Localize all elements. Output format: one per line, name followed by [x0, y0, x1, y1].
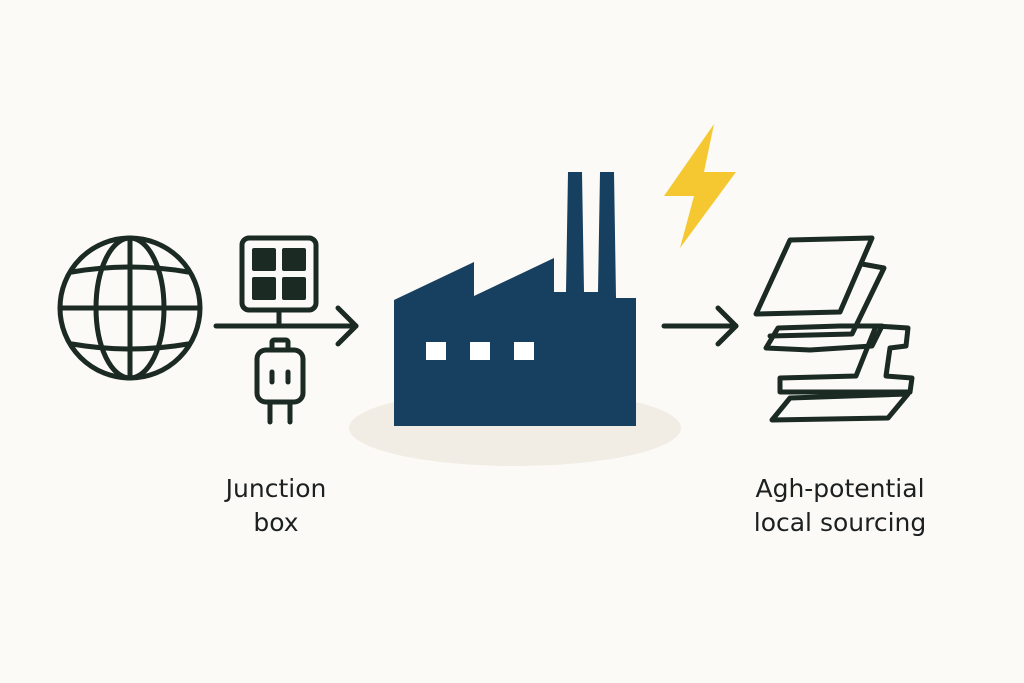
- junction-box-label: Junction box: [196, 472, 356, 540]
- sheets-stack-icon: [753, 235, 915, 423]
- solar-panel-icon: [239, 235, 319, 313]
- globe-icon: [57, 235, 203, 381]
- arrow-right-icon: [213, 305, 359, 347]
- local-sourcing-label-line1: Agh-potential: [755, 474, 925, 503]
- junction-box-icon: [254, 337, 306, 425]
- junction-box-label-line2: box: [253, 508, 299, 537]
- factory-icon: [394, 172, 636, 426]
- lightning-bolt-icon: [664, 124, 736, 248]
- junction-box-label-line1: Junction: [225, 474, 327, 503]
- arrow-right-icon: [661, 305, 739, 347]
- local-sourcing-label-line2: local sourcing: [753, 508, 927, 537]
- local-sourcing-label: Agh-potential local sourcing: [730, 472, 950, 540]
